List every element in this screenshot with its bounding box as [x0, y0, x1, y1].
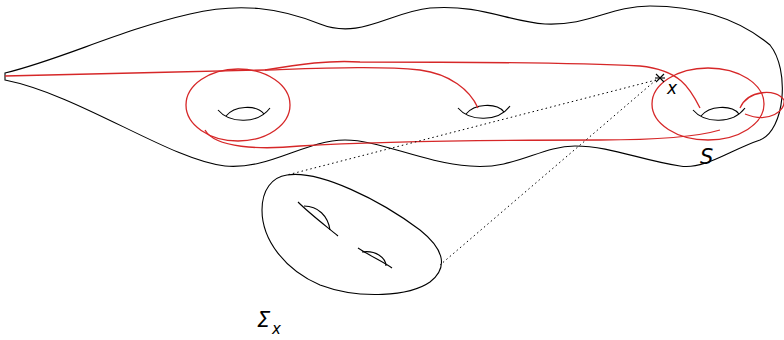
math-label: S — [700, 147, 713, 168]
math-label: x — [667, 80, 677, 97]
base-point-asterisk — [655, 74, 665, 82]
zoom-lines — [287, 80, 656, 265]
math-label: Σ — [257, 310, 270, 331]
surface-holes — [218, 105, 745, 120]
fiber-surface — [262, 174, 441, 294]
surface-outline — [5, 6, 782, 167]
math-label: x — [272, 322, 281, 337]
red-curves — [5, 61, 784, 147]
